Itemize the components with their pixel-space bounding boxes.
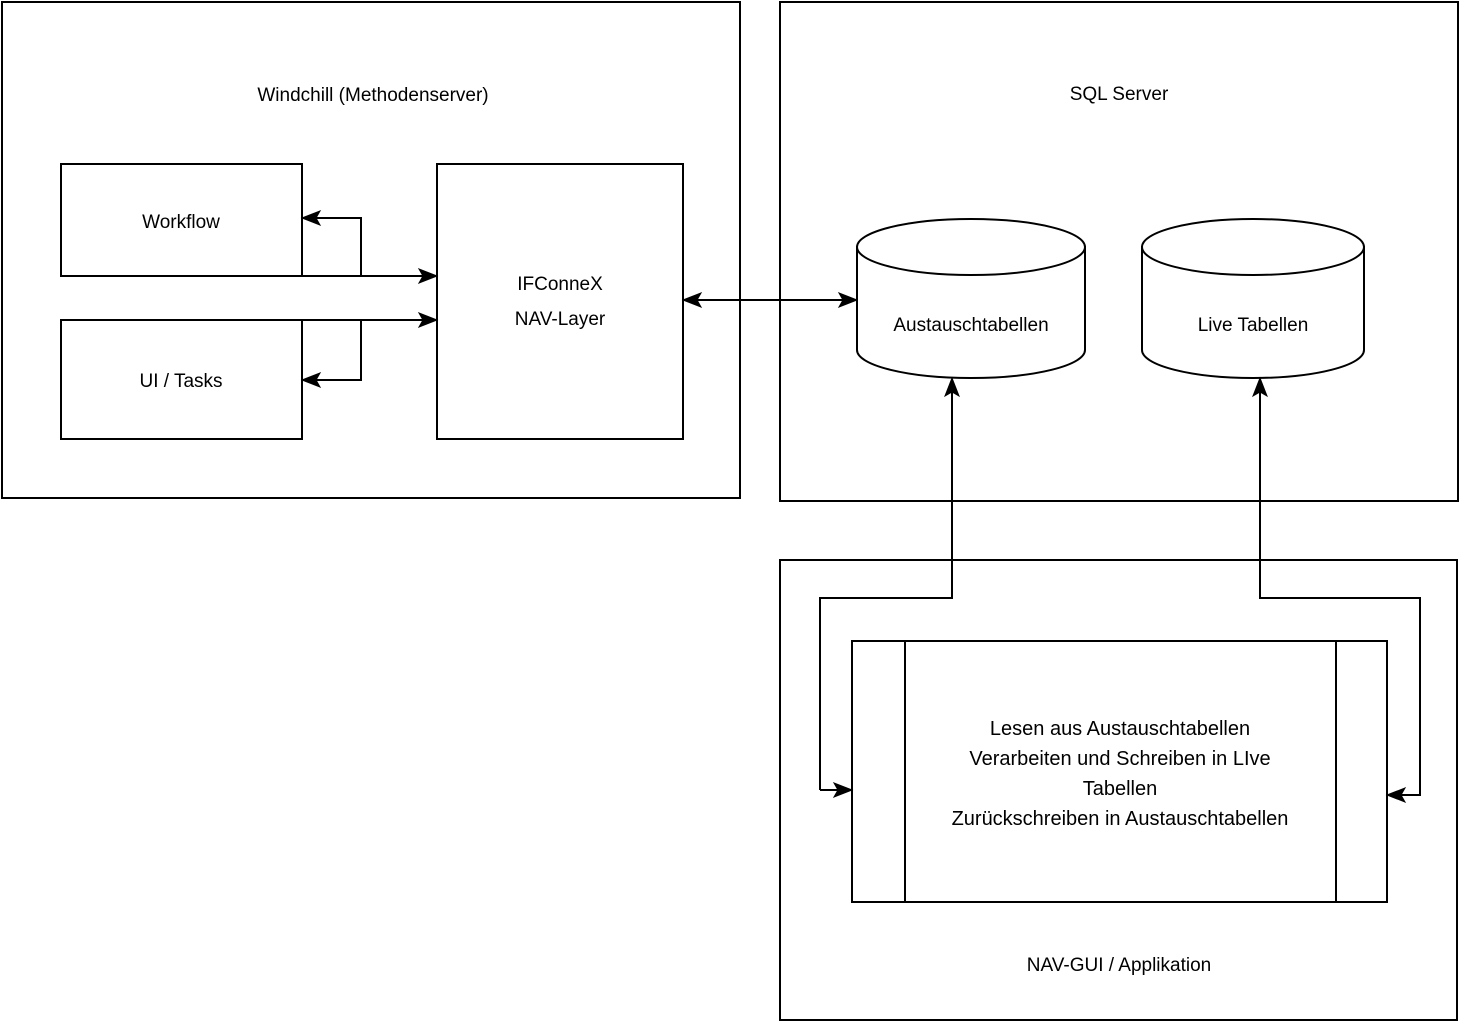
node-ifconnex-box <box>436 163 684 440</box>
node-austauschtabellen-body <box>856 246 1086 379</box>
node-process-box <box>851 640 1388 903</box>
node-workflow-label: Workflow <box>142 212 220 233</box>
node-process-label-line2: Verarbeiten und Schreiben in LIve <box>969 748 1270 770</box>
connector-process-to-austauschtabellen-path <box>819 389 953 790</box>
node-ui-tasks[interactable]: UI / Tasks <box>60 319 303 440</box>
node-process-label-line3: Tabellen <box>1083 778 1158 800</box>
node-live-tabellen-top <box>1141 218 1365 276</box>
arrowhead-toward-austauschtabellen <box>837 292 859 308</box>
arrowhead-into-process-left <box>832 782 854 798</box>
node-process-label-line4: Zurückschreiben in Austauschtabellen <box>952 808 1289 830</box>
connector-live-tabellen-to-process-path <box>1259 389 1421 796</box>
panel-windchill-title: Windchill (Methodenserver) <box>257 85 488 106</box>
arrowhead-into-austauschtabellen <box>944 376 960 398</box>
node-austauschtabellen[interactable]: Austauschtabellen <box>856 218 1086 379</box>
arrowhead-into-ui-tasks <box>300 372 322 388</box>
arrowhead-into-workflow <box>300 210 322 226</box>
panel-navgui-title: NAV-GUI / Applikation <box>1027 955 1211 976</box>
connector-ifconnex-to-ui-tasks[interactable] <box>300 319 437 388</box>
node-workflow-box <box>60 163 303 277</box>
connector-ifconnex-austauschtabellen[interactable] <box>681 292 859 308</box>
node-ui-tasks-box <box>60 319 303 440</box>
node-ifconnex-label-line1: IFConneX <box>517 274 603 295</box>
connector-ifconnex-to-ui-tasks-path <box>313 319 437 381</box>
node-workflow[interactable]: Workflow <box>60 163 303 277</box>
node-process-label-line1: Lesen aus Austauschtabellen <box>990 718 1250 740</box>
node-live-tabellen[interactable]: Live Tabellen <box>1141 218 1365 379</box>
connector-process-to-austauschtabellen[interactable] <box>819 376 960 798</box>
arrowhead-into-ifconnex-top <box>417 268 439 284</box>
arrowhead-into-live-tabellen <box>1252 376 1268 398</box>
connector-workflow-to-ifconnex[interactable] <box>302 268 439 284</box>
node-austauschtabellen-label: Austauschtabellen <box>893 315 1048 336</box>
panel-sqlserver-title: SQL Server <box>1070 84 1169 105</box>
node-ifconnex-label-line2: NAV-Layer <box>515 309 606 330</box>
node-austauschtabellen-top <box>856 218 1086 276</box>
connector-live-tabellen-to-process[interactable] <box>1252 376 1421 803</box>
arrowhead-into-process-right <box>1385 787 1407 803</box>
node-process[interactable]: Lesen aus Austauschtabellen Verarbeiten … <box>851 640 1388 903</box>
node-live-tabellen-label: Live Tabellen <box>1198 315 1309 336</box>
arrowhead-toward-ifconnex <box>681 292 703 308</box>
node-ifconnex[interactable]: IFConneX NAV-Layer <box>436 163 684 440</box>
node-live-tabellen-body <box>1141 246 1365 379</box>
node-ui-tasks-label: UI / Tasks <box>139 371 222 392</box>
